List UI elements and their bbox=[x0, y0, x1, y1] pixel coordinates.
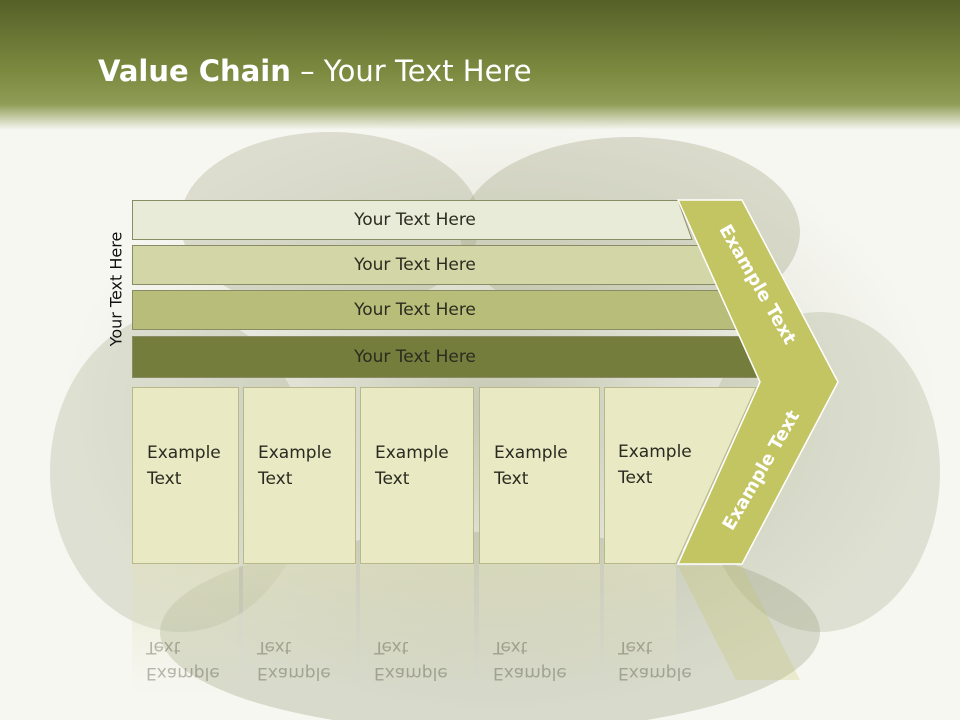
reflection-text-line2: Text bbox=[146, 637, 181, 657]
band-4: Your Text Here bbox=[132, 336, 766, 378]
reflection-text-line2: Text bbox=[374, 637, 409, 657]
column-text-line2: Text bbox=[147, 469, 182, 489]
band-2: Your Text Here bbox=[132, 245, 718, 285]
reflection-text-line2: Text bbox=[493, 637, 528, 657]
band-label: Your Text Here bbox=[354, 347, 476, 367]
band-label: Your Text Here bbox=[354, 255, 476, 275]
reflection-text-line1: Example bbox=[257, 663, 331, 683]
column-text-line2: Text bbox=[258, 469, 293, 489]
reflection-text-line2: Text bbox=[618, 637, 653, 657]
reflection-text: Example Text bbox=[374, 634, 448, 686]
slide-title: Value Chain – Your Text Here bbox=[98, 54, 532, 88]
vertical-side-label: Your Text Here bbox=[96, 200, 136, 378]
reflection-text-line2: Text bbox=[257, 637, 292, 657]
column-text-line1: Example bbox=[618, 442, 692, 462]
title-bold: Value Chain bbox=[98, 54, 291, 88]
title-rest: – Your Text Here bbox=[290, 54, 532, 88]
column-reflection: Example Text bbox=[243, 564, 356, 694]
side-label-text: Your Text Here bbox=[106, 231, 126, 347]
reflection-text: Example Text bbox=[257, 634, 331, 686]
band-1: Your Text Here bbox=[132, 200, 694, 240]
reflection-text: Example Text bbox=[618, 634, 692, 686]
title-bar bbox=[0, 0, 960, 130]
reflection-text-line1: Example bbox=[146, 663, 220, 683]
column-reflection: Example Text bbox=[604, 564, 692, 694]
reflection-text-line1: Example bbox=[374, 663, 448, 683]
column-text-line1: Example bbox=[494, 443, 568, 463]
column-reflection: Example Text bbox=[360, 564, 474, 694]
band-3: Your Text Here bbox=[132, 290, 742, 330]
band-label: Your Text Here bbox=[354, 210, 476, 230]
reflection-text: Example Text bbox=[493, 634, 567, 686]
column-text-line2: Text bbox=[618, 468, 653, 488]
column-reflection: Example Text bbox=[132, 564, 239, 694]
reflection-text-line1: Example bbox=[618, 663, 692, 683]
column-text-line2: Text bbox=[375, 469, 410, 489]
column-reflection: Example Text bbox=[479, 564, 600, 694]
column-text-line2: Text bbox=[494, 469, 529, 489]
reflection-text: Example Text bbox=[146, 634, 220, 686]
column-text-line1: Example bbox=[147, 443, 221, 463]
band-label: Your Text Here bbox=[354, 300, 476, 320]
column-text-line1: Example bbox=[375, 443, 449, 463]
reflection-text-line1: Example bbox=[493, 663, 567, 683]
column-text-line1: Example bbox=[258, 443, 332, 463]
